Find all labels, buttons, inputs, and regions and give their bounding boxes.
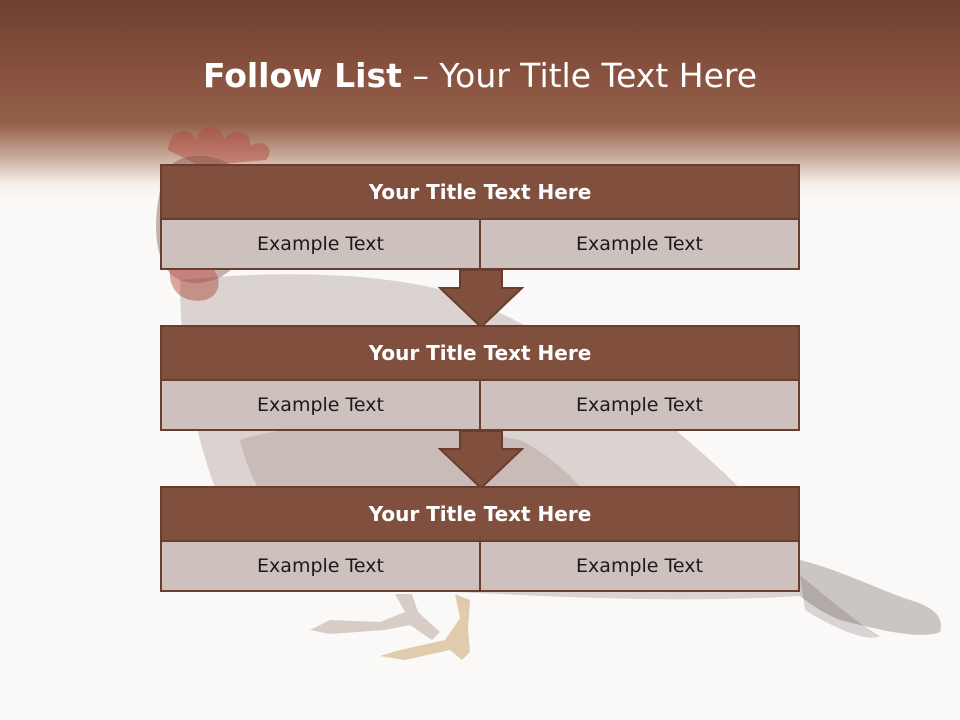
row-cell-left: Example Text <box>160 542 481 592</box>
slide-title-rest: – Your Title Text Here <box>401 56 758 95</box>
slide-title-bold: Follow List <box>202 56 402 95</box>
row-cell-right: Example Text <box>481 381 800 431</box>
row-cell-left: Example Text <box>160 381 481 431</box>
slide-title: Follow List – Your Title Text Here <box>0 56 960 95</box>
list-row-1: Your Title Text Here Example Text Exampl… <box>160 164 800 270</box>
row-cells: Example Text Example Text <box>160 542 800 592</box>
row-cells: Example Text Example Text <box>160 381 800 431</box>
down-arrow-icon <box>438 270 524 328</box>
row-title: Your Title Text Here <box>160 325 800 381</box>
row-cell-left: Example Text <box>160 220 481 270</box>
row-title: Your Title Text Here <box>160 486 800 542</box>
down-arrow-icon <box>438 431 524 489</box>
list-row-2: Your Title Text Here Example Text Exampl… <box>160 325 800 431</box>
row-title: Your Title Text Here <box>160 164 800 220</box>
row-cell-right: Example Text <box>481 542 800 592</box>
row-cell-right: Example Text <box>481 220 800 270</box>
list-row-3: Your Title Text Here Example Text Exampl… <box>160 486 800 592</box>
row-cells: Example Text Example Text <box>160 220 800 270</box>
